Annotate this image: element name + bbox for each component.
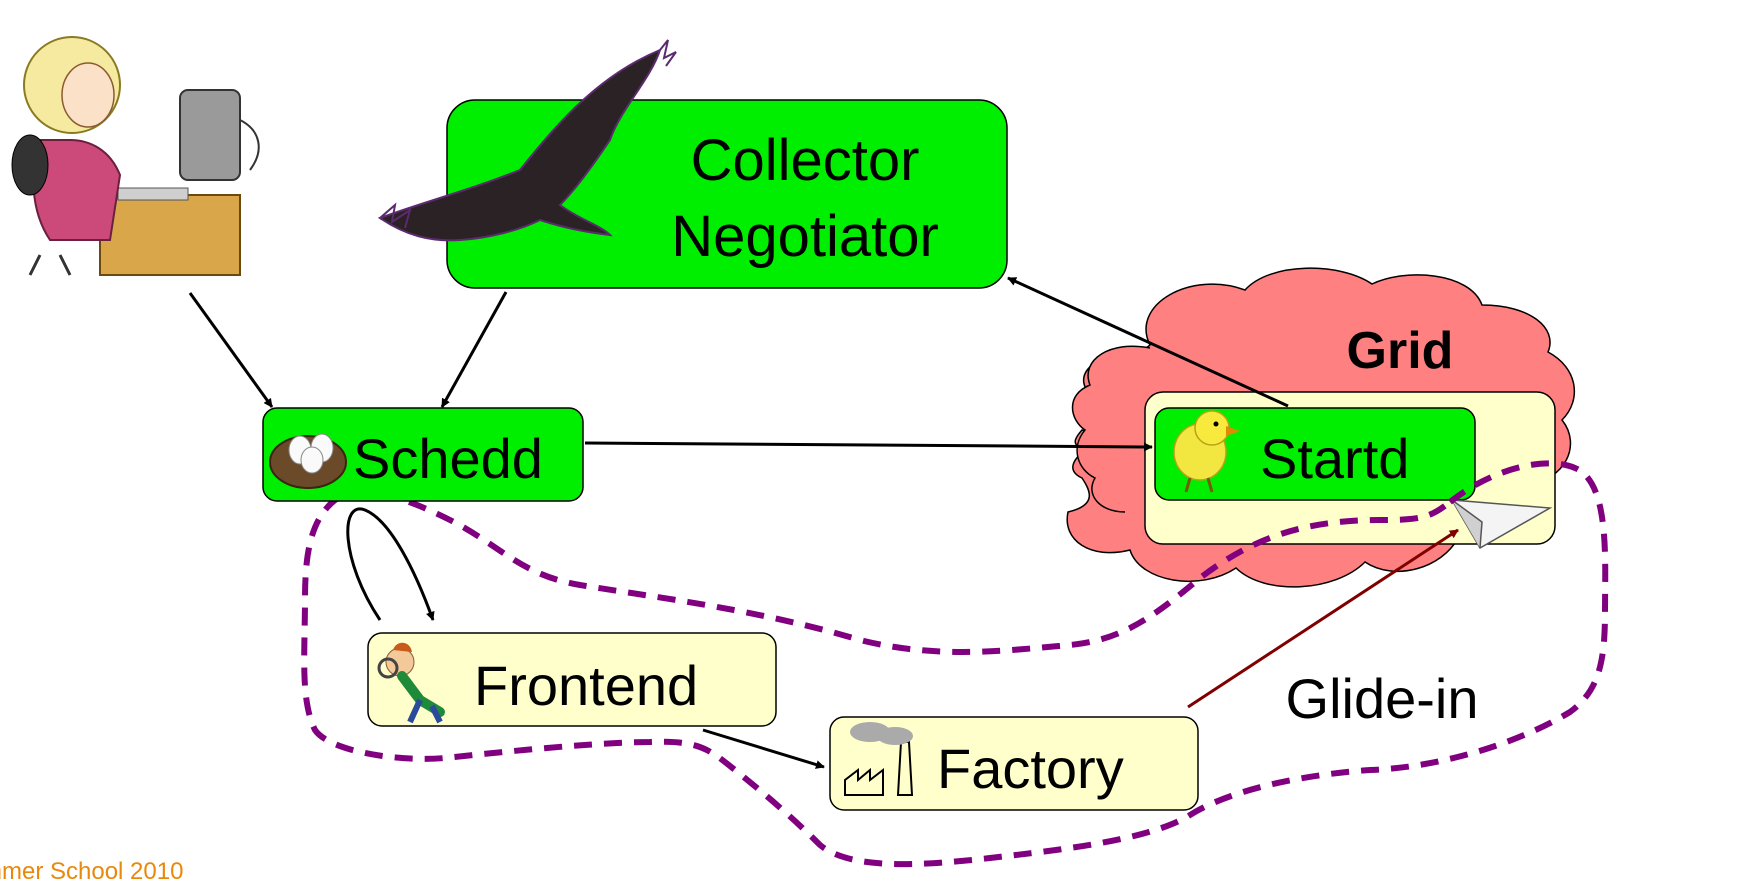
startd-label: Startd <box>1260 427 1409 490</box>
factory-label: Factory <box>937 737 1124 800</box>
glidein-label: Glide-in <box>1286 667 1479 730</box>
arrow-collector-to-schedd <box>440 291 508 408</box>
grid-label: Grid <box>1347 322 1454 380</box>
factory-node: Factory <box>829 716 1199 811</box>
frontend-label: Frontend <box>474 654 698 717</box>
user-at-computer-icon <box>11 36 260 276</box>
collector-label: Collector <box>691 128 920 193</box>
footer-text: mmer School 2010 <box>0 858 184 885</box>
negotiator-label: Negotiator <box>671 204 939 269</box>
scientist-magnifier-icon <box>377 642 445 724</box>
schedd-node: Schedd <box>262 407 584 502</box>
arrow-startd-to-collector <box>1007 276 1289 408</box>
glidein-dashed-boundary <box>301 460 1609 868</box>
arrow-frontend-to-factory <box>702 728 825 769</box>
startd-node: Startd <box>1154 407 1476 501</box>
grid-cloud-left-outline <box>1071 345 1151 513</box>
arrow-factory-to-glidein <box>1187 528 1459 709</box>
schedd-label: Schedd <box>353 427 543 490</box>
arrow-schedd-to-startd <box>584 441 1153 452</box>
arrow-schedd-to-frontend <box>346 507 435 621</box>
arrow-user-to-schedd <box>188 292 274 408</box>
eagle-icon <box>377 39 677 242</box>
frontend-node: Frontend <box>367 632 777 727</box>
chick-icon <box>1173 410 1240 493</box>
grid-cloud-left-lobe <box>1072 346 1150 512</box>
factory-icon <box>844 722 914 796</box>
nest-eggs-icon <box>269 433 347 489</box>
paper-plane-icon <box>1450 499 1553 550</box>
